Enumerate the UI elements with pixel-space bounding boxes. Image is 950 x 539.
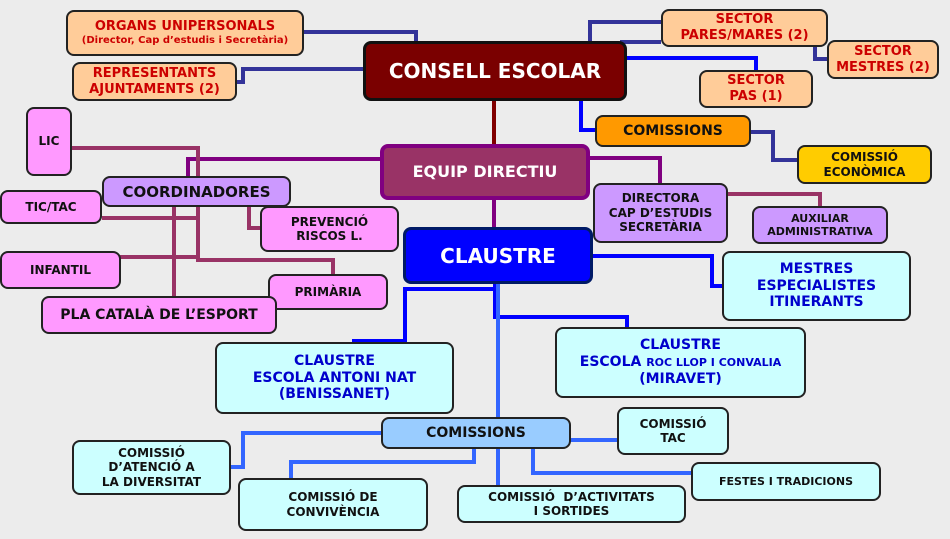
node-label: COMISSIÓ (118, 445, 185, 460)
line-claustre-antoni (352, 287, 495, 343)
festes-tradicions-node: FESTES I TRADICIONS (691, 462, 881, 501)
node-label: AJUNTAMENTS (2) (89, 81, 220, 97)
consell-escolar-node: CONSELL ESCOLAR (363, 41, 627, 101)
node-label: CLAUSTRE (640, 337, 721, 354)
node-label: SECTOR (727, 73, 785, 89)
coordinadores-node: COORDINADORES (102, 176, 291, 207)
comissio-convivencia-node: COMISSIÓ DE CONVIVÈNCIA (238, 478, 428, 531)
line-representants (236, 67, 363, 84)
node-label: PREVENCIÓ (290, 214, 369, 229)
organs-unipersonals-node: ORGANS UNIPERSONALS (Director, Cap d’est… (66, 10, 304, 56)
node-sublabel: (Director, Cap d’estudis i Secretària) (81, 34, 289, 46)
representants-node: REPRESENTANTS AJUNTAMENTS (2) (72, 62, 237, 101)
node-label: CLAUSTRE (294, 352, 375, 369)
node-label: TAC (660, 431, 686, 445)
directora-node: DIRECTORA CAP D’ESTUDIS SECRETÀRIA (593, 183, 728, 243)
node-label: FESTES I TRADICIONS (719, 474, 853, 488)
node-label: MESTRES (2) (836, 59, 930, 75)
node-label: ECONÒMICA (823, 164, 906, 179)
node-label: COMISSIONS (426, 424, 526, 441)
sector-mestres-node: SECTOR MESTRES (2) (827, 40, 939, 79)
line-equip-directora (590, 156, 662, 183)
node-label: PARES/MARES (2) (680, 28, 809, 43)
equip-directiu-node: EQUIP DIRECTIU (380, 144, 590, 200)
node-label: CONVIVÈNCIA (286, 504, 380, 519)
tic-tac-node: TIC/TAC (0, 190, 102, 224)
node-label: ITINERANTS (769, 294, 864, 311)
node-label: LA DIVERSITAT (101, 474, 202, 489)
line-mestres-especialistes (593, 254, 722, 288)
line-festes (531, 448, 691, 475)
node-label: ESCOLA (579, 354, 642, 371)
node-label: EQUIP DIRECTIU (412, 162, 558, 182)
node-label: SECTOR (715, 12, 774, 28)
node-label: LIC (38, 134, 60, 149)
claustre-antoni-nat-node: CLAUSTRE ESCOLA ANTONI NAT (BENISSANET) (215, 342, 454, 414)
node-label: TIC/TAC (25, 199, 77, 214)
node-label: COMISSIÓ DE (288, 490, 378, 505)
line-diversitat (230, 431, 381, 469)
node-label: CONSELL ESCOLAR (388, 59, 602, 83)
node-label: I SORTIDES (533, 504, 610, 518)
node-label: (BENISSANET) (278, 386, 391, 403)
node-label: DIRECTORA (621, 191, 700, 206)
node-label: REPRESENTANTS (92, 65, 217, 81)
sector-pas-node: SECTOR PAS (1) (699, 70, 813, 108)
node-label: CAP D’ESTUDIS (608, 205, 713, 220)
node-label: ROC LLOP I CONVALIA (646, 356, 782, 370)
node-label: ESCOLA ANTONI NAT (252, 369, 417, 386)
mestres-especialistes-node: MESTRES ESPECIALISTES ITINERANTS (722, 251, 911, 321)
infantil-node: INFANTIL (0, 251, 121, 289)
claustre-node: CLAUSTRE (403, 227, 593, 284)
comissio-tac-node: COMISSIÓ TAC (617, 407, 729, 455)
node-label: AUXILIAR (791, 211, 849, 225)
line-lic (72, 146, 335, 274)
primaria-node: PRIMÀRIA (268, 274, 388, 310)
node-label: INFANTIL (30, 262, 91, 277)
prevencio-riscos-node: PREVENCIÓ RISCOS L. (260, 206, 399, 252)
line-claustre-roc (493, 283, 629, 327)
comissio-activitats-node: COMISSIÓ D’ACTIVITATS I SORTIDES (457, 485, 686, 523)
pla-catala-esport-node: PLA CATALÀ DE L’ESPORT (41, 296, 277, 334)
comissio-diversitat-node: COMISSIÓ D’ATENCIÓ A LA DIVERSITAT (72, 440, 231, 495)
node-label: RISCOS L. (296, 229, 363, 243)
node-label: COMISSIÓ (639, 416, 707, 431)
comissio-economica-node: COMISSIÓ ECONÒMICA (797, 145, 932, 184)
comissions-claustre-node: COMISSIONS (381, 417, 571, 449)
node-label: COMISSIÓ D’ACTIVITATS (488, 489, 655, 504)
line-comissio-economica (751, 130, 797, 162)
node-label: CLAUSTRE (440, 243, 556, 268)
auxiliar-administrativa-node: AUXILIAR ADMINISTRATIVA (752, 206, 888, 244)
node-label: COORDINADORES (122, 182, 271, 201)
node-label: PLA CATALÀ DE L’ESPORT (60, 306, 258, 323)
comissions-consell-node: COMISSIONS (595, 115, 751, 147)
node-label: SECRETÀRIA (619, 220, 702, 235)
lic-node: LIC (26, 107, 72, 176)
node-label: ORGANS UNIPERSONALS (94, 19, 276, 35)
node-label: (MIRAVET) (639, 370, 722, 387)
node-label: COMISSIÓ (831, 150, 898, 165)
line-equip-coordinadores (186, 157, 380, 176)
node-label-row: ESCOLA ROC LLOP I CONVALIA (580, 354, 782, 371)
sector-pares-node: SECTOR PARES/MARES (2) (661, 9, 828, 47)
line-organs (304, 30, 418, 42)
node-label: ESPECIALISTES (756, 277, 877, 294)
line-prevencio (247, 206, 260, 230)
line-comissions-consell (579, 100, 595, 132)
node-label: ADMINISTRATIVA (767, 225, 873, 238)
line-sector-mestres (813, 46, 827, 61)
line-sector-pares (588, 20, 661, 44)
line-convivencia (289, 448, 476, 478)
node-label: COMISSIONS (623, 122, 723, 139)
node-label: SECTOR (854, 43, 912, 59)
node-label: MESTRES (779, 260, 854, 277)
node-label: PRIMÀRIA (294, 284, 362, 299)
node-label: PAS (1) (729, 89, 783, 104)
node-label: D’ATENCIÓ A (108, 460, 195, 475)
line-sector-pas (627, 56, 758, 70)
line-auxiliar (728, 192, 822, 206)
claustre-roc-llop-node: CLAUSTRE ESCOLA ROC LLOP I CONVALIA (MIR… (555, 327, 806, 398)
